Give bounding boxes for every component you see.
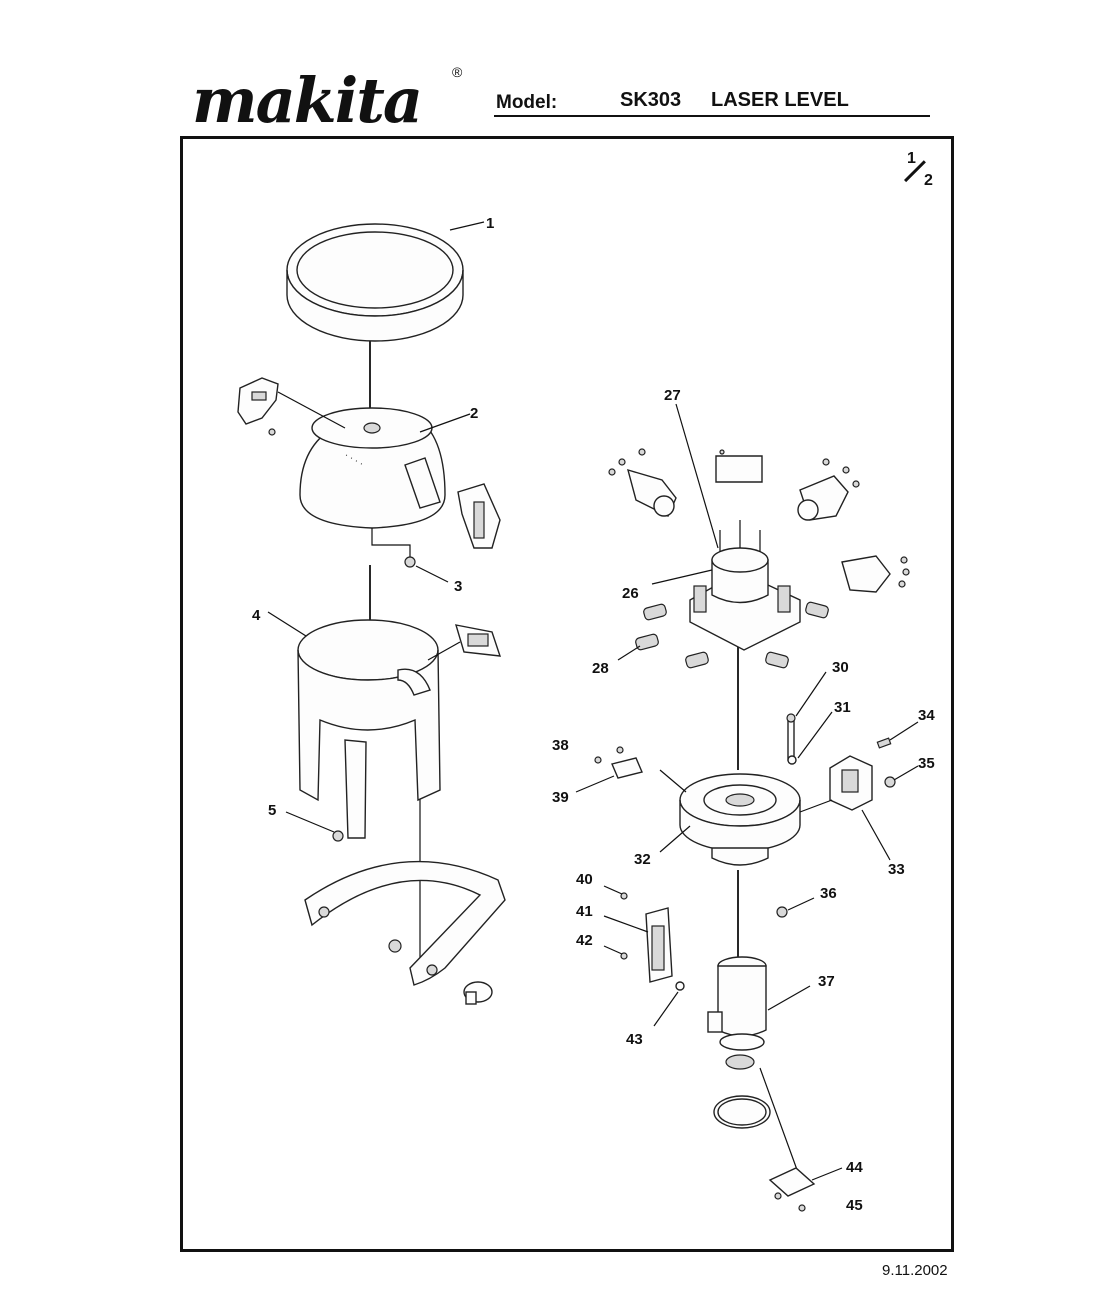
part-33-side-module [829,755,873,811]
callout-37: 37 [818,973,835,990]
callout-3: 3 [454,578,462,595]
leader-clip-left [277,391,346,429]
callout-5: 5 [268,802,276,819]
leader-33 [861,809,891,861]
leader-44 [811,1167,843,1181]
callout-36: 36 [820,885,837,902]
callout-27: 27 [664,387,681,404]
callout-34: 34 [918,707,935,724]
callout-30: 30 [832,659,849,676]
leader-40 [603,885,623,895]
leader-42 [603,945,623,955]
sheet-number: 1 [907,150,916,167]
part-32-base [679,773,801,866]
leader-3 [415,565,449,583]
leader-5 [285,811,335,833]
registered-mark: ® [452,64,463,80]
part-40-screw [620,892,628,900]
revision-date: 9.11.2002 [882,1262,948,1279]
makita-logo: makita [192,70,482,140]
callout-28: 28 [592,660,609,677]
leader-37 [767,985,811,1011]
part-35-screw [884,776,896,788]
carry-strap [304,860,506,986]
model-label: Model: [496,92,558,113]
leader-36 [787,897,815,911]
part-2-top-cover: . . . . [299,407,446,529]
callout-43: 43 [626,1031,643,1048]
callout-38: 38 [552,737,569,754]
leader-26 [651,569,713,585]
label-plate [715,449,763,483]
part-45-screws [774,1192,806,1212]
callout-26: 26 [622,585,639,602]
diagram-frame [180,136,954,1252]
leader-31 [797,711,833,759]
part-43-washer [675,981,685,991]
leader-28 [617,645,641,661]
callout-45: 45 [846,1197,863,1214]
brand-wordmark: makita [192,64,423,137]
leader-2 [419,413,471,433]
callout-1: 1 [486,215,494,232]
model-underline [494,115,930,117]
leader-lower-axis [759,1067,801,1179]
switch-cover [455,624,502,657]
leader-43 [653,991,679,1027]
strap-nut [388,939,402,953]
part-37-pendulum [707,956,767,1070]
leader-1 [449,221,485,231]
leader-33-body [799,799,833,813]
leader-switch [427,641,461,661]
part-1-ring [286,223,464,342]
callout-44: 44 [846,1159,863,1176]
callout-31: 31 [834,699,851,716]
laser-module-right [797,458,860,521]
callout-39: 39 [552,789,569,806]
o-ring [713,1095,771,1129]
callout-2: 2 [470,405,478,422]
part-42-screw [620,952,628,960]
sheet-indicator: 1 2 [900,150,944,194]
leader-39 [575,775,615,793]
part-28-springs [635,601,829,669]
leader-35 [893,765,919,781]
part-30-screw [786,713,796,761]
callout-4: 4 [252,607,261,624]
part-3-screw [371,528,416,568]
leader-4 [267,611,307,637]
part-34-screw [876,737,892,749]
callout-40: 40 [576,871,593,888]
callout-35: 35 [918,755,935,772]
callout-32: 32 [634,851,651,868]
part-36-screw [776,906,788,918]
model-description: LASER LEVEL [711,89,849,111]
handle-clip-right [457,483,501,549]
model-code: SK303 [620,89,682,111]
part-38-screw [594,746,624,764]
leader-39-body [659,769,687,793]
part-41-board [645,907,673,983]
part-31-washer [787,755,797,765]
part-26-body [689,520,801,651]
leader-27 [675,403,719,549]
sheet-total: 2 [924,172,933,189]
part-39-plate [611,757,643,779]
callout-33: 33 [888,861,905,878]
leader-32 [659,825,691,853]
leader-30 [795,671,827,717]
laser-module-left [608,448,677,517]
strap-knob [463,981,493,1005]
part-4-housing [297,619,441,839]
laser-module-side [841,555,910,593]
callout-42: 42 [576,932,593,949]
leader-34 [889,721,919,741]
leader-41 [603,915,649,933]
handle-clip-left [237,377,279,436]
callout-41: 41 [576,903,593,920]
part-5-screw [332,830,344,842]
part-44-bottom-plate [768,1167,816,1197]
